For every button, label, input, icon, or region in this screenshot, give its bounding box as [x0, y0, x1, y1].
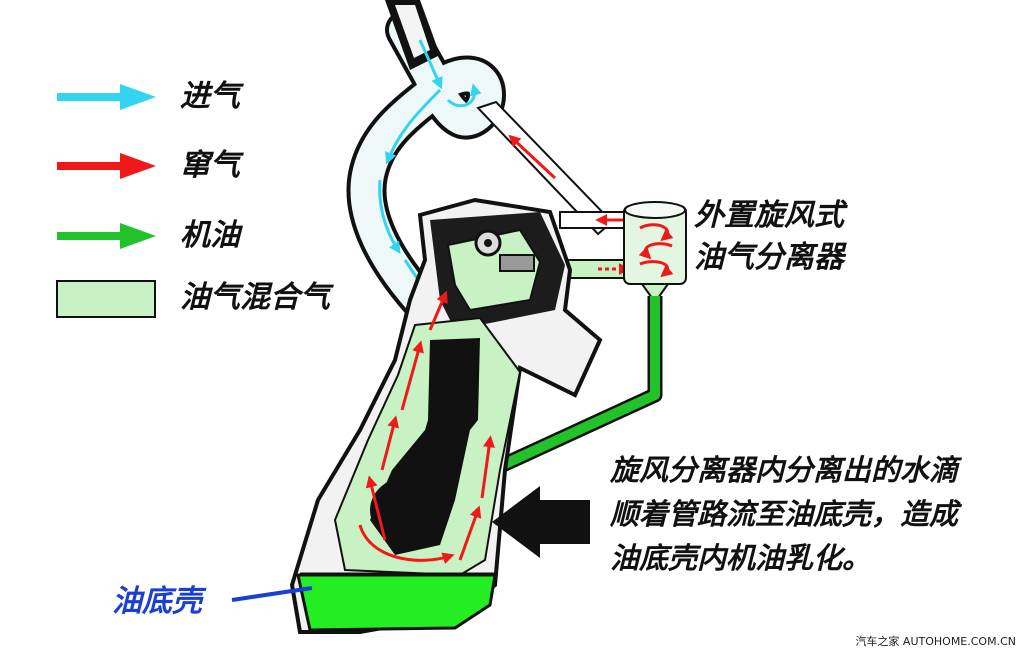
separator-label-line1: 外置旋风式	[694, 198, 844, 233]
legend-mixed-gas-box	[56, 280, 156, 318]
watermark: 汽车之家 AUTOHOME.COM.CN	[855, 635, 1016, 648]
oil-pan-leader-line	[231, 586, 313, 602]
note-line3: 油底壳内机油乳化。	[610, 541, 872, 575]
cyclone-separator	[623, 201, 687, 299]
oil-pan-label: 油底壳	[112, 584, 202, 619]
legend-intake-label: 进气	[180, 79, 240, 114]
pointer-arrow	[492, 486, 590, 558]
legend-oil-arrow	[57, 223, 156, 249]
note-line2: 顺着管路流至油底壳，造成	[610, 497, 959, 531]
legend-oil-label: 机油	[180, 218, 240, 253]
engine-block	[289, 197, 603, 634]
legend-mixed-gas-label: 油气混合气	[180, 280, 330, 315]
legend-intake-arrow	[57, 84, 156, 110]
separator-label-line2: 油气分离器	[694, 240, 844, 275]
legend-blowby-arrow	[57, 153, 156, 179]
note-line1: 旋风分离器内分离出的水滴	[610, 453, 959, 487]
intake-pipe	[346, 0, 506, 320]
legend-blowby-label: 窜气	[180, 148, 240, 183]
